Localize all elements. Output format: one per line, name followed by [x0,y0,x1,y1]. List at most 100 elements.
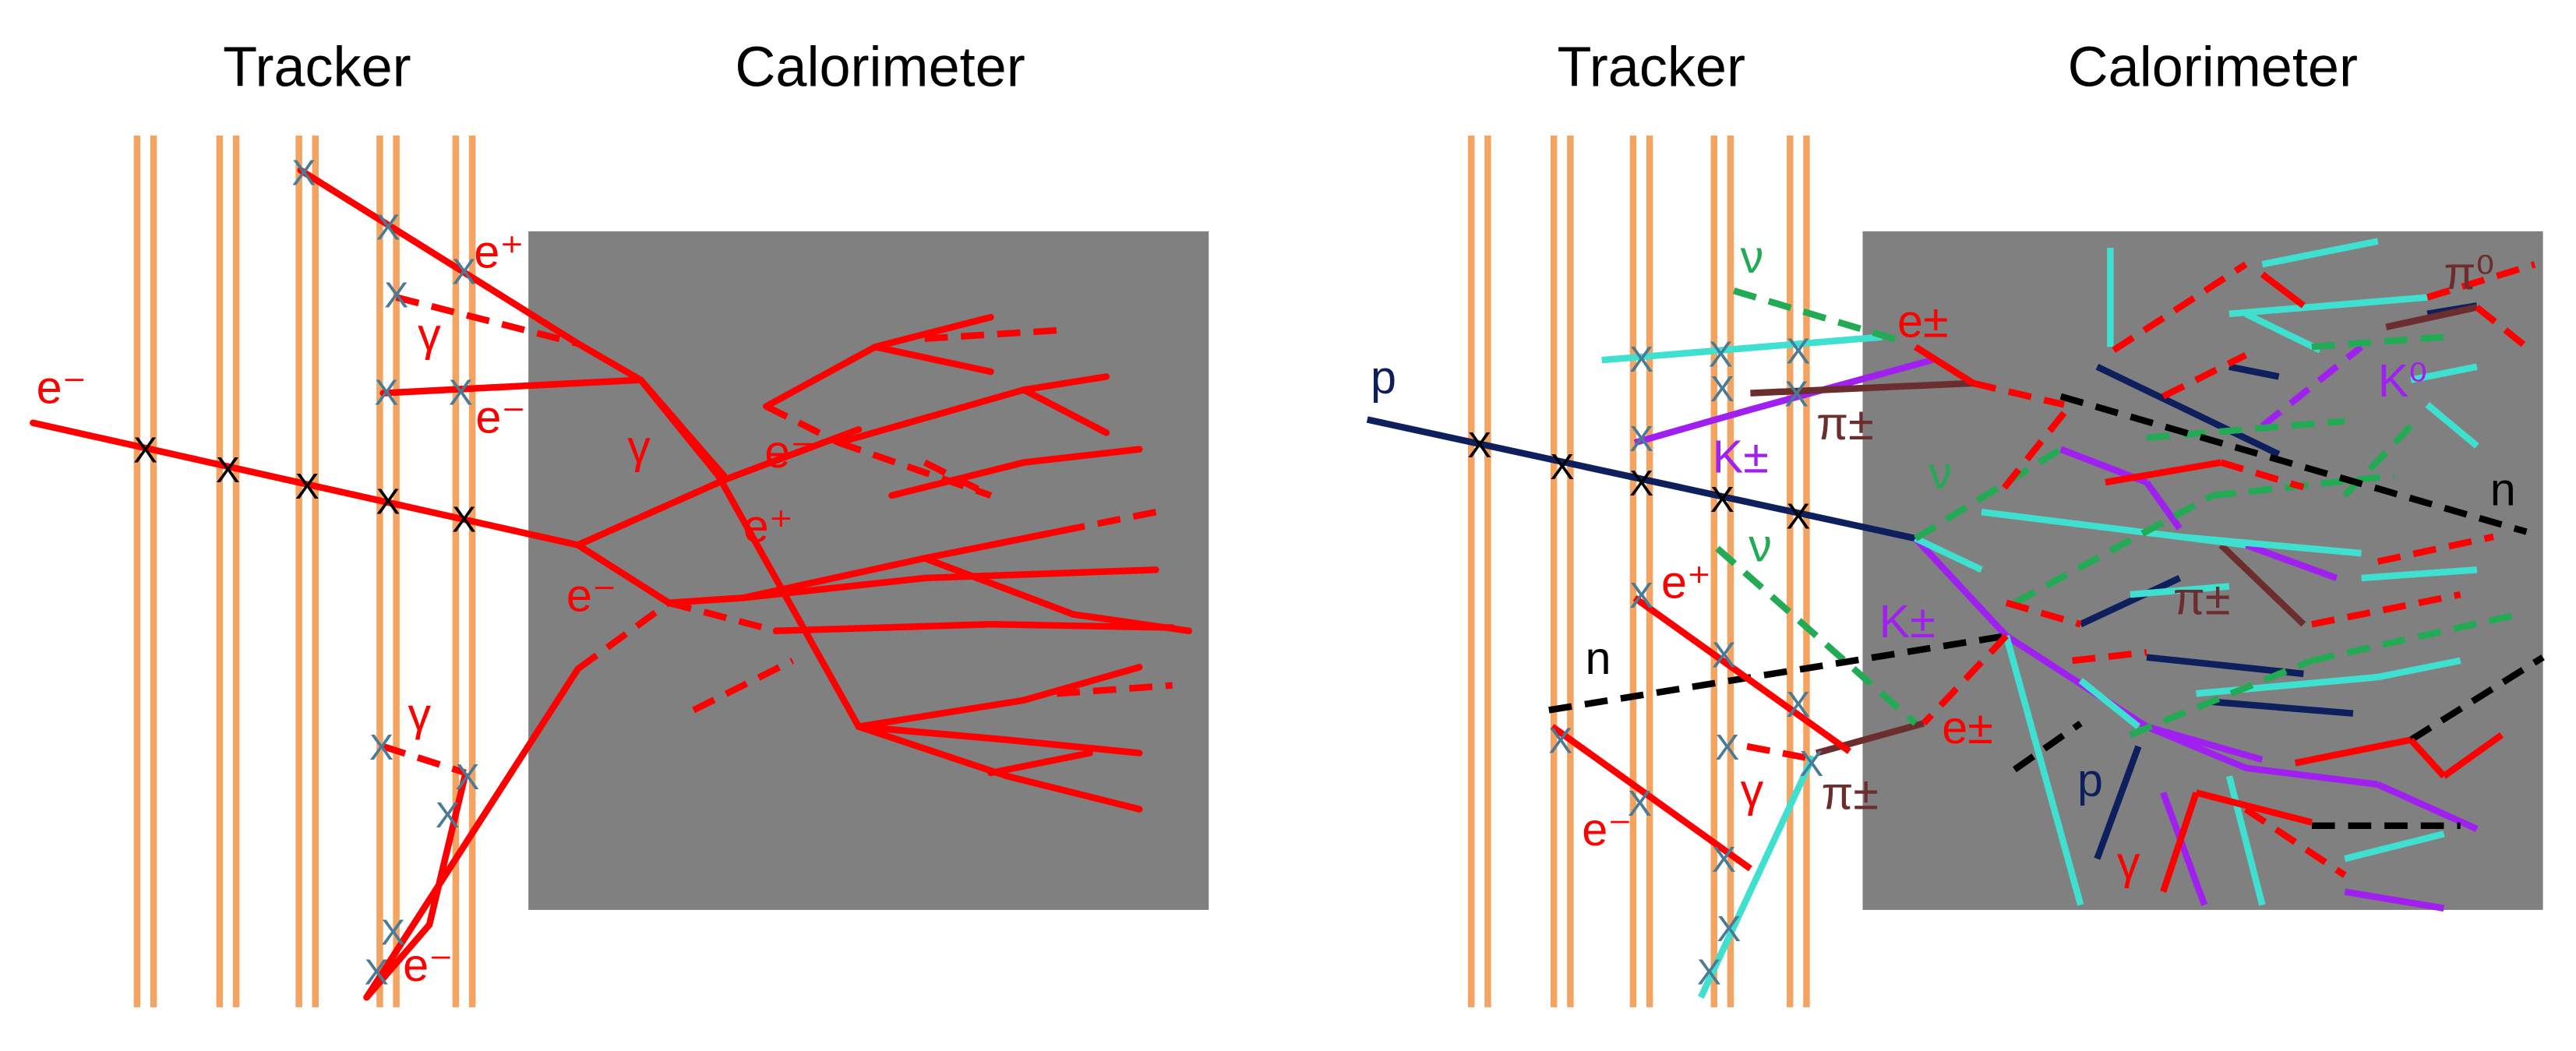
track-proton-cal-e [2212,698,2354,717]
hit-marker: X [295,466,319,506]
right-proton-tracks [1366,302,2478,860]
hit-marker: X [452,252,476,292]
right-tracker-layers [1467,135,1810,1007]
track-positron-trk [1632,594,1852,754]
label-gamma-bottom: γ [408,688,431,740]
hit-marker: X [1629,575,1653,615]
label-pi0: π⁰ [2444,247,2494,299]
label-e-pm-top: e± [1897,295,1949,347]
label-p-cal: p [2077,754,2103,806]
photon-shower-h [923,459,993,499]
right-kaon-tracks [1633,357,2479,912]
right-electron-tracks [1550,271,2504,893]
photon-trk [1746,742,1817,764]
track-secondary [2225,775,2266,906]
track-pion-bottom [1816,720,1925,757]
track-kaon-branch [2160,791,2208,907]
hit-marker: X [1712,839,1736,880]
hit-marker: X [1784,374,1808,414]
label-n-left: n [1585,632,1611,684]
photon-mid [638,377,729,481]
track-kaon-branch [2145,723,2264,764]
track-neutron-left [1548,632,2007,714]
track-pion-cal [2218,542,2306,627]
right-kaon-dashed [2260,344,2364,429]
hit-marker: X [133,430,157,471]
label-gamma-mid: γ [627,421,651,473]
track-pion-top [1750,379,1974,397]
hit-marker: X [365,951,389,992]
track-kaon-branch [2144,480,2183,531]
label-e-minus-top: e⁻ [475,390,525,443]
left-photon-tracks [382,294,1173,777]
right-neutron-tracks [1548,393,2545,830]
label-gamma-trk: γ [1741,764,1764,816]
shower-branch [855,723,1143,757]
hit-marker: X [291,153,316,193]
track-neutrino-cal-a [2146,418,2345,442]
track-proton-cal-d [2146,654,2304,678]
label-e-minus-trk: e⁻ [1582,803,1632,855]
hit-marker: X [1629,463,1653,503]
track-proton-cal-c [2079,575,2182,628]
track-electron-lower [363,665,581,1001]
photon-bottom [382,743,467,777]
photon-shower-i [990,509,1157,548]
hit-marker: X [1786,330,1810,371]
label-k0: K⁰ [2378,354,2427,407]
track-electron-top [1914,344,1975,386]
left-hits-dark: X X X X X [133,430,476,540]
hit-marker: X [1628,783,1652,824]
photon-top [395,294,579,347]
hit-marker: X [381,912,405,952]
right-tracker-label: Tracker [1557,36,1745,98]
track-secondary [1601,333,1883,364]
photon-cal-f [1995,411,2067,498]
track-electron-cal-a [2260,271,2306,309]
label-nu-mid: ν [1928,446,1952,499]
hit-marker: X [1697,951,1721,992]
track-kaon-neutral [2260,344,2364,429]
track-electron-top [379,376,644,397]
shower-branch [855,664,1143,730]
hit-marker: X [1629,418,1653,459]
hit-marker: X [1786,496,1810,536]
hit-marker: X [1710,479,1734,520]
track-electron-cal-e [2294,736,2412,767]
track-positron-top [297,167,581,347]
hit-marker: X [1550,446,1574,487]
right-hits-blue: X X X X X X X X X X X X X X X X [1548,330,1823,992]
photon-shower-d [576,600,671,672]
track-secondary [2377,657,2461,681]
label-pi-pm-bottom: π± [1822,767,1879,820]
photon-cal-j [2311,591,2461,628]
track-proton-cal-a [2095,363,2281,457]
track-neutrino-top [1732,287,1900,344]
photon-cal-c [2426,261,2536,301]
left-hits-blue: X X X X X X X X X X X [291,153,479,993]
label-e-plus-trk: e⁺ [1661,555,1711,608]
photon-cal-i [2072,649,2147,665]
hit-marker: X [1799,743,1823,784]
left-panel: Tracker Calorimeter [30,36,1209,1007]
photon-shower-e [668,599,778,634]
track-secondary [2130,583,2230,598]
shower-branch [637,376,1011,780]
track-proton-cal-b [2228,363,2280,380]
track-kaon-branch [2376,781,2479,832]
track-electron-bottom [364,772,469,1000]
photon-cal-a [2112,261,2248,354]
track-neutron-cal-b [2013,720,2083,773]
hit-marker: X [1709,334,1733,375]
track-electron-cal-d [2160,792,2200,893]
shower-branch [772,621,1176,634]
hit-marker: X [449,372,473,412]
hit-marker: X [374,372,398,412]
track-kaon-charged-top [1633,357,1933,446]
hit-marker: X [1717,908,1741,949]
hit-marker: X [216,450,240,490]
photon-cal-e [2220,459,2305,491]
track-secondary [2261,238,2379,268]
label-k-pm-top: K± [1713,430,1769,482]
